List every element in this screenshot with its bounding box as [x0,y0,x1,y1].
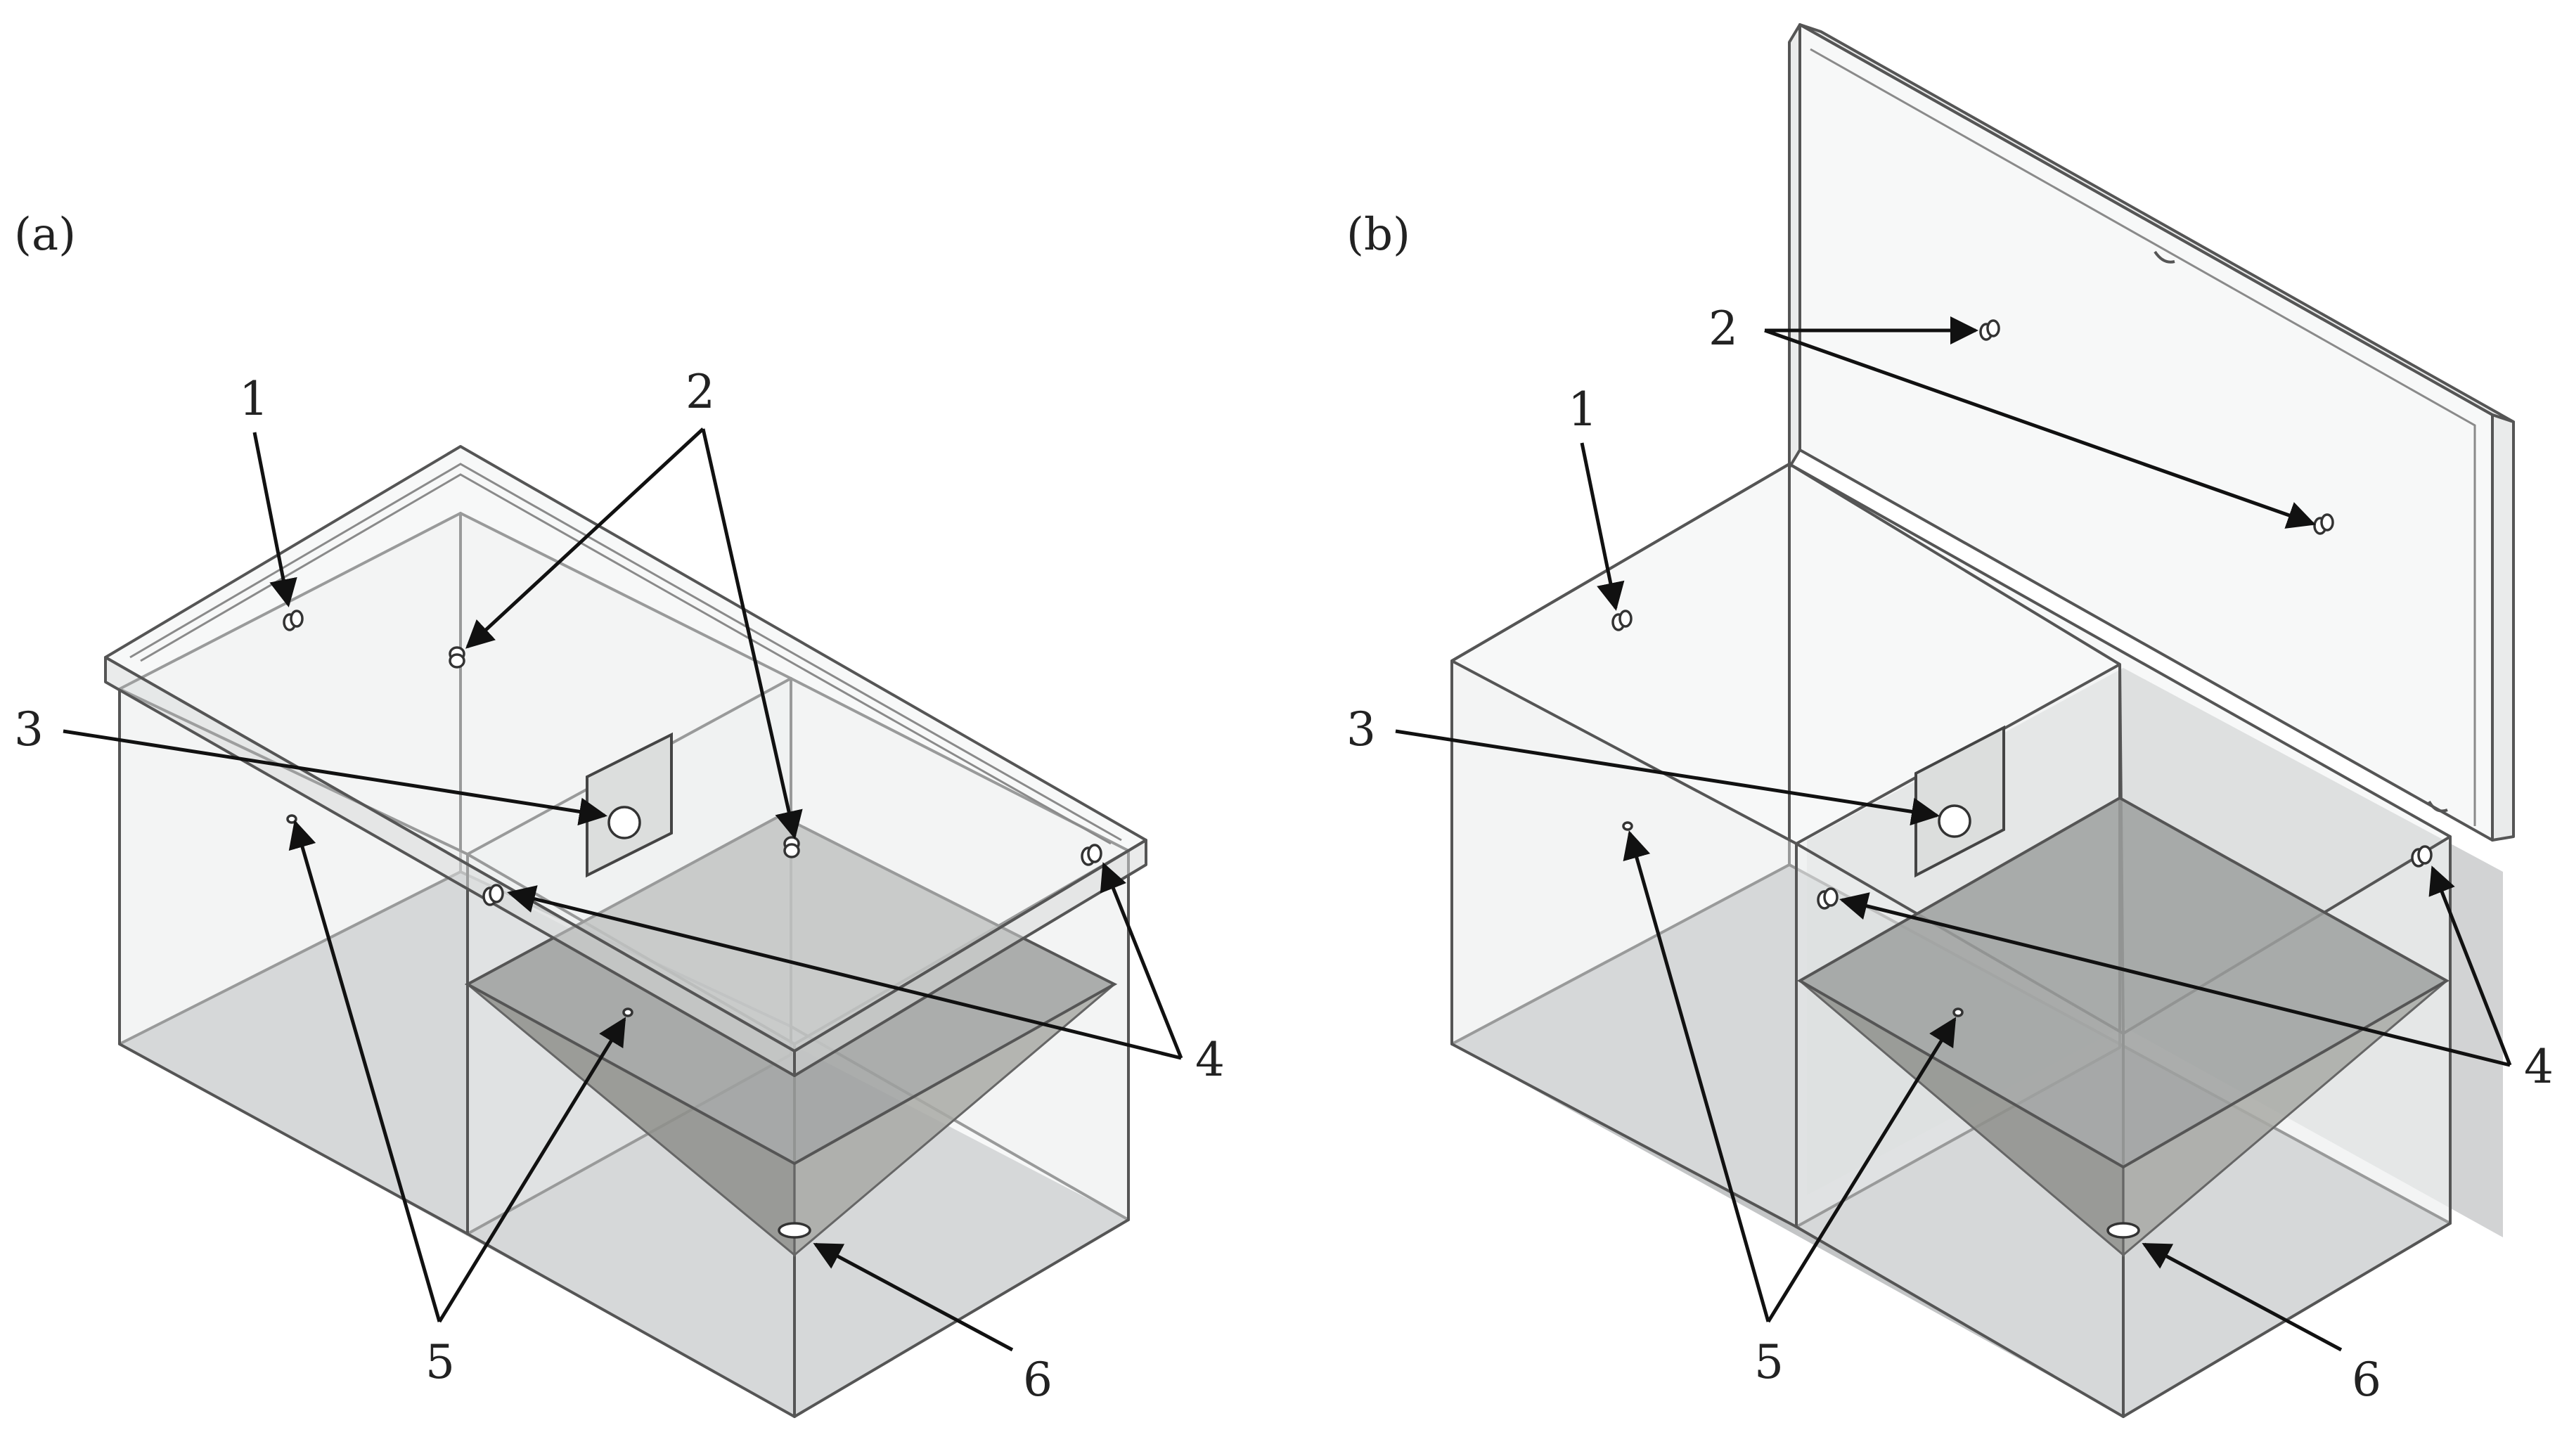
panel-b: (b) [1346,23,2554,1418]
panel-a-callout-3: 3 [14,702,44,756]
panel-b-callout-4: 4 [2524,1040,2554,1094]
panel-b-callout-1: 1 [1568,382,1597,437]
panel-a-callout-1: 1 [239,372,269,426]
panel-b-label: (b) [1346,209,1410,261]
panel-b-callout-6: 6 [2352,1353,2381,1407]
panel-b-callout-5: 5 [1754,1335,1784,1389]
panel-b-funnel [1796,796,2450,1258]
panel-a-floor [120,872,1128,1417]
panel-a-callout-2: 2 [685,365,715,419]
panel-a-callout-5: 5 [425,1335,455,1389]
panel-a-box [104,445,1147,1418]
panel-b-lid-open [1788,23,2515,842]
panel-a: (a) [14,209,1225,1418]
panel-a-callout-4: 4 [1195,1033,1225,1087]
panel-b-callout-3: 3 [1346,702,1376,756]
panel-b-callout-2: 2 [1708,302,1738,356]
panel-a-label: (a) [14,209,76,261]
panel-b-box [1450,23,2515,1418]
panel-b-callouts: 1 2 3 4 5 6 [1346,302,2554,1407]
panel-a-port-plate [586,732,673,878]
panel-a-callouts: 1 2 3 4 5 6 [14,365,1225,1407]
panel-a-funnel [464,813,1118,1258]
panel-a-lid [104,445,1147,1077]
panel-b-vent-holes [1611,319,2433,1017]
panel-a-vent-holes [283,610,1102,1017]
panel-a-callout-6: 6 [1023,1353,1053,1407]
